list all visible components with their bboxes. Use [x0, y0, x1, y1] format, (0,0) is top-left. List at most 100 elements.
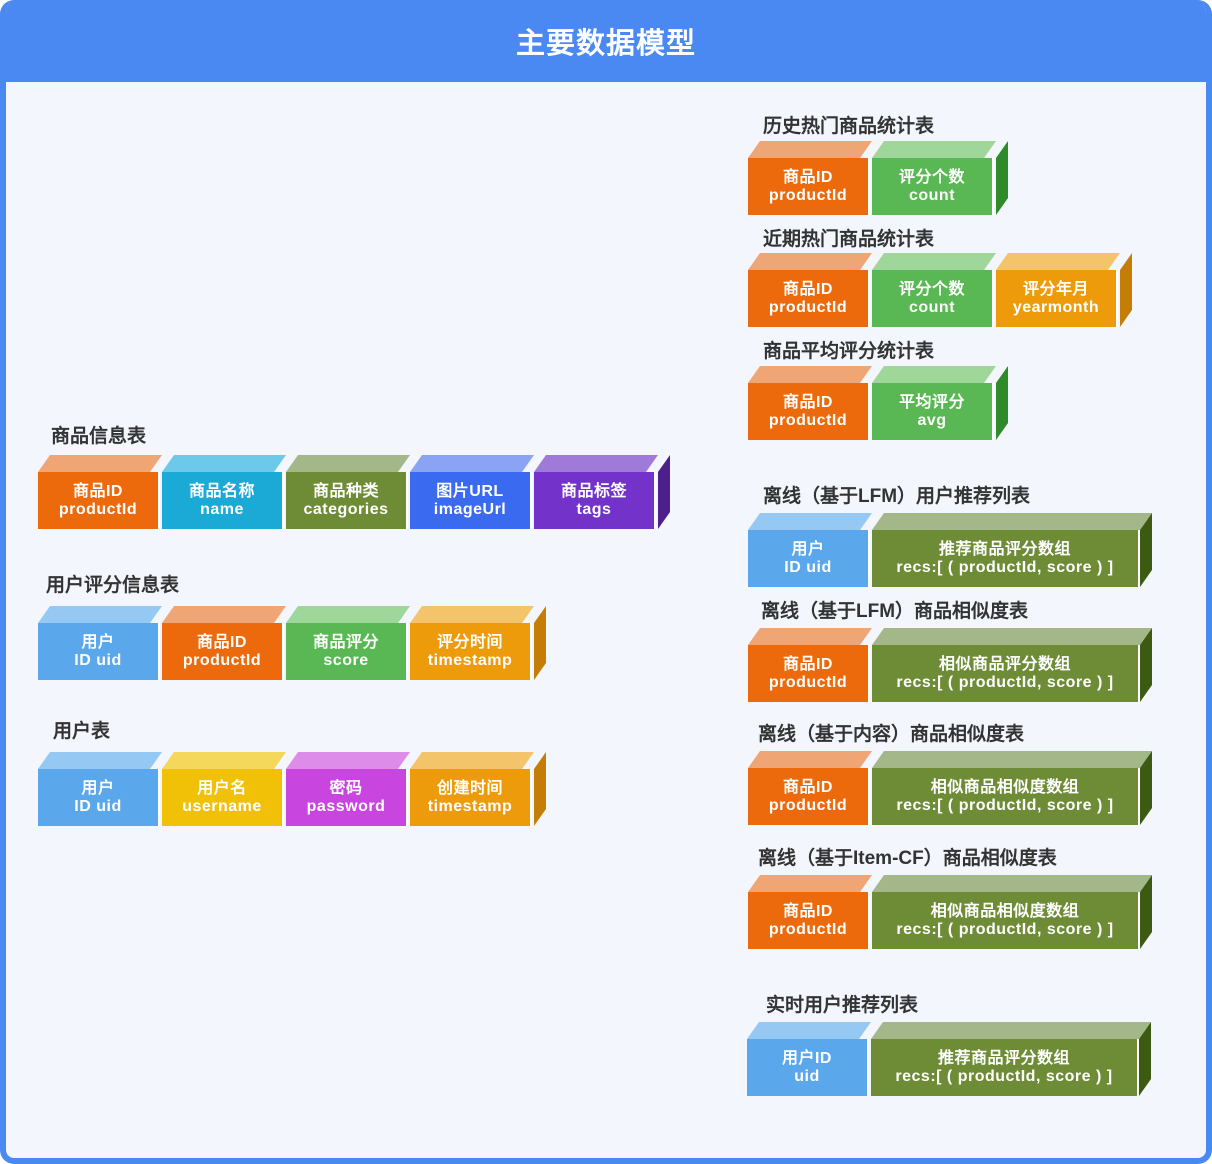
- field-label: 用户: [81, 633, 115, 651]
- table-title: 离线（基于LFM）用户推荐列表: [763, 486, 1031, 507]
- page-title: 主要数据模型: [6, 0, 1206, 82]
- field-key: count: [908, 298, 956, 316]
- field-key: productId: [768, 796, 848, 814]
- field-block-top-face: [748, 513, 872, 530]
- field-key: score: [323, 651, 369, 669]
- field-block-side-face: [1140, 513, 1152, 587]
- field-block-side-face: [1140, 628, 1152, 702]
- field-key: ID uid: [784, 558, 832, 576]
- field-label: 商品ID: [196, 633, 247, 651]
- field-block-top-face: [872, 513, 1152, 530]
- field-label: 商品ID: [782, 393, 833, 411]
- field-block-top-face: [748, 141, 872, 158]
- field-block-side-face: [1140, 875, 1152, 949]
- field-block-side-face: [996, 366, 1008, 440]
- field-block-side-face: [996, 141, 1008, 215]
- field-label: 用户ID: [781, 1049, 832, 1067]
- field-key: productId: [768, 673, 848, 691]
- field-label: 评分个数: [898, 280, 965, 298]
- field-label: 相似商品相似度数组: [930, 902, 1080, 920]
- field-block-top-face: [872, 141, 996, 158]
- field-block-top-face: [748, 751, 872, 768]
- field-key: recs:[ ( productId, score ) ]: [896, 558, 1114, 576]
- table-title: 离线（基于LFM）商品相似度表: [761, 601, 1029, 622]
- table-title: 离线（基于内容）商品相似度表: [758, 724, 1025, 745]
- field-block-top-face: [410, 455, 534, 472]
- field-block-top-face: [748, 366, 872, 383]
- field-block-top-face: [162, 455, 286, 472]
- table-title: 用户评分信息表: [46, 575, 180, 596]
- field-label: 商品ID: [72, 482, 123, 500]
- field-key: name: [200, 500, 244, 518]
- field-label: 商品标签: [560, 482, 627, 500]
- field-label: 商品种类: [312, 482, 379, 500]
- field-block-top-face: [38, 752, 162, 769]
- field-block-side-face: [1120, 253, 1132, 327]
- table-title: 近期热门商品统计表: [763, 229, 935, 250]
- field-label: 创建时间: [436, 779, 503, 797]
- field-label: 推荐商品评分数组: [938, 540, 1071, 558]
- table-title: 商品平均评分统计表: [763, 341, 935, 362]
- field-key: productId: [768, 298, 848, 316]
- field-key: recs:[ ( productId, score ) ]: [896, 920, 1114, 938]
- field-key: count: [908, 186, 956, 204]
- field-label: 商品ID: [782, 168, 833, 186]
- field-block-side-face: [534, 606, 546, 680]
- field-key: ID uid: [74, 651, 122, 669]
- table-title: 离线（基于Item-CF）商品相似度表: [758, 848, 1057, 869]
- field-label: 推荐商品评分数组: [937, 1049, 1070, 1067]
- field-block-top-face: [872, 253, 996, 270]
- field-label: 商品名称: [188, 482, 255, 500]
- table-title: 实时用户推荐列表: [766, 995, 919, 1016]
- field-block-top-face: [410, 752, 534, 769]
- field-label: 商品ID: [782, 902, 833, 920]
- field-block-top-face: [872, 628, 1152, 645]
- field-key: avg: [917, 411, 947, 429]
- field-key: recs:[ ( productId, score ) ]: [895, 1067, 1113, 1085]
- field-block-side-face: [534, 752, 546, 826]
- field-block-top-face: [748, 628, 872, 645]
- field-block-top-face: [534, 455, 658, 472]
- field-key: productId: [58, 500, 138, 518]
- field-label: 商品评分: [312, 633, 379, 651]
- field-key: productId: [768, 186, 848, 204]
- field-block-side-face: [1139, 1022, 1151, 1096]
- field-key: productId: [768, 920, 848, 938]
- field-block-top-face: [162, 606, 286, 623]
- field-block-top-face: [38, 606, 162, 623]
- field-label: 用户: [81, 779, 115, 797]
- field-label: 商品ID: [782, 778, 833, 796]
- field-block-top-face: [747, 1022, 871, 1039]
- field-key: password: [306, 797, 386, 815]
- field-label: 相似商品评分数组: [938, 655, 1071, 673]
- field-key: recs:[ ( productId, score ) ]: [896, 673, 1114, 691]
- field-label: 图片URL: [436, 482, 504, 500]
- field-key: yearmonth: [1012, 298, 1100, 316]
- field-key: imageUrl: [433, 500, 507, 518]
- field-label: 密码: [329, 779, 363, 797]
